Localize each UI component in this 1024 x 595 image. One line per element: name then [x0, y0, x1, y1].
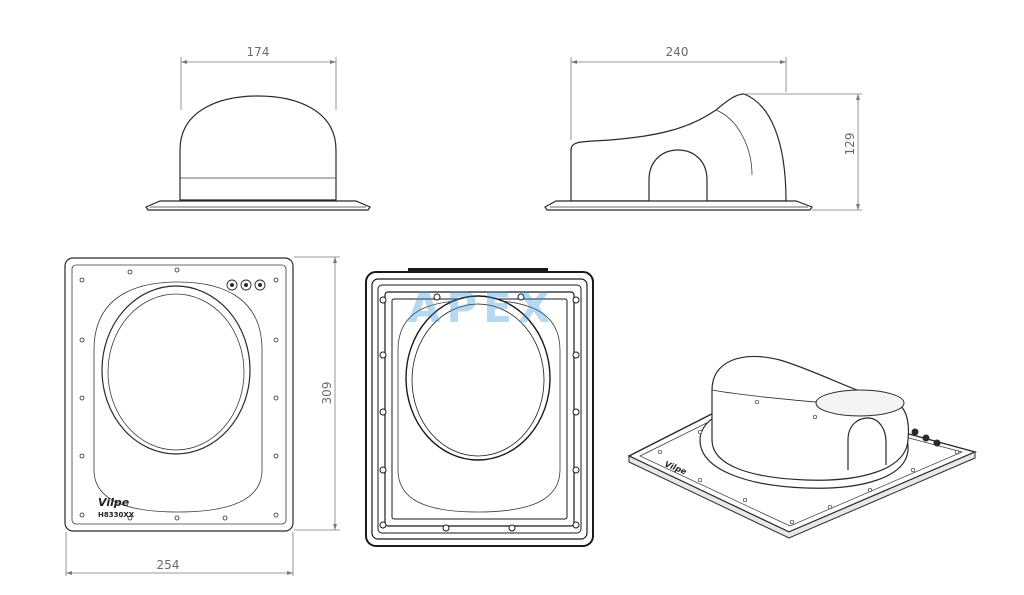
model-number: H8330XX — [98, 511, 135, 519]
watermark-text: APEX — [408, 283, 556, 332]
dimension-label-plan-width: 254 — [157, 558, 180, 572]
plan-view: 309 254 Vilpe H8330XX — [64, 256, 340, 576]
dimension-label-side-width: 240 — [666, 45, 689, 59]
dimension-label-side-height: 129 — [843, 133, 857, 156]
brand-logo-text: Vilpe — [98, 496, 130, 509]
isometric-view: Vilpe — [627, 355, 978, 539]
dimension-label-front-width: 174 — [247, 45, 270, 59]
dimension-label-plan-height: 309 — [320, 382, 334, 405]
side-view: 240 129 — [544, 45, 862, 211]
underside-view: APEX — [365, 268, 594, 547]
front-view: 174 — [145, 45, 371, 211]
